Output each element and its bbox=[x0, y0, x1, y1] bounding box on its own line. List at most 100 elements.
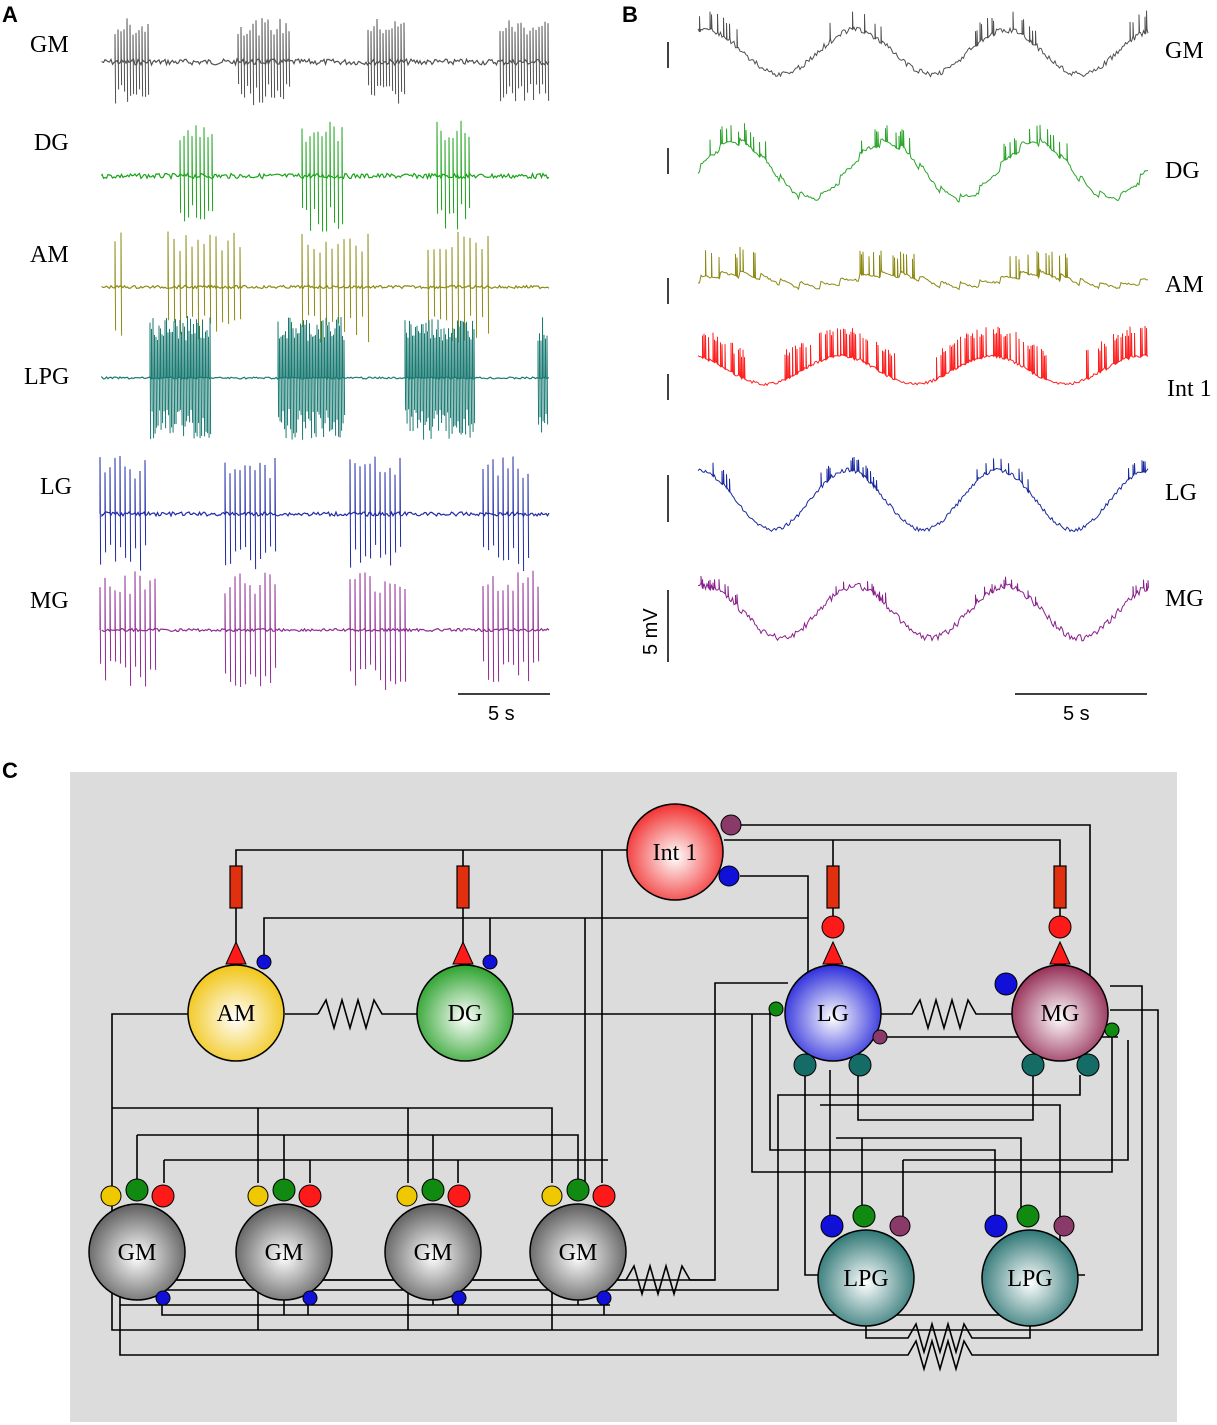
synapse-blue-gm bbox=[596, 1290, 612, 1306]
panel-c: C bbox=[2, 758, 1177, 1422]
synapse-plum-lpg bbox=[889, 1215, 911, 1237]
synapse-teal-lg-1 bbox=[793, 1053, 817, 1077]
panel-b: B GM DG AM Int 1 LG MG 5 mV 5 s bbox=[622, 2, 1212, 725]
neuron-label-lpg-1: LPG bbox=[843, 1266, 888, 1292]
neuron-am: AM bbox=[187, 964, 285, 1062]
neuron-int1: Int 1 bbox=[626, 803, 724, 901]
trace-label-lg: LG bbox=[40, 474, 72, 500]
panel-a: A GM DG AM LPG LG MG 5 s bbox=[2, 2, 550, 725]
time-scale-label: 5 s bbox=[488, 703, 515, 725]
neuron-label-am: AM bbox=[217, 1001, 256, 1027]
neurons: Int 1 AM DG LG MG GM bbox=[88, 803, 1109, 1327]
neuron-lpg-2: LPG bbox=[981, 1229, 1079, 1327]
circuit-wiring bbox=[111, 824, 1159, 1372]
int1-coupling-resistors bbox=[229, 865, 1067, 945]
trace-label-dg: DG bbox=[34, 130, 69, 156]
neuron-lpg-1: LPG bbox=[817, 1229, 915, 1327]
trace-a-baseline bbox=[101, 510, 550, 518]
synapse-yellow-gm bbox=[247, 1185, 269, 1207]
resistor-int1-lg bbox=[826, 865, 840, 909]
trace-label-gm: GM bbox=[30, 32, 69, 58]
excitatory-synapse-dg bbox=[452, 940, 474, 965]
synapse-teal-mg-1 bbox=[1021, 1053, 1045, 1077]
panel-b-letter: B bbox=[622, 2, 638, 27]
neuron-mg: MG bbox=[1011, 964, 1109, 1062]
synapse-red-gm bbox=[151, 1184, 175, 1208]
panel-b-traces bbox=[697, 10, 1149, 642]
synapse-yellow-gm bbox=[100, 1185, 122, 1207]
excitatory-synapses bbox=[225, 915, 1072, 965]
neuron-gm-3: GM bbox=[384, 1203, 482, 1301]
excitatory-synapse-mg bbox=[1049, 940, 1071, 965]
time-scale-label-b: 5 s bbox=[1063, 703, 1090, 725]
trace-b bbox=[697, 325, 1149, 387]
synapse-blue-mg bbox=[994, 972, 1018, 996]
synapse-blue-int1 bbox=[718, 865, 740, 887]
synapse-red-gm bbox=[298, 1184, 322, 1208]
synapse-green-gm bbox=[272, 1178, 296, 1202]
neuron-lg: LG bbox=[784, 964, 882, 1062]
excitatory-synapse-am bbox=[225, 940, 247, 965]
trace-b bbox=[697, 123, 1149, 203]
trace-a-baseline bbox=[101, 57, 550, 67]
trace-label-int1-b: Int 1 bbox=[1167, 376, 1212, 402]
synapse-blue-gm bbox=[302, 1290, 318, 1306]
panel-c-letter: C bbox=[2, 758, 18, 783]
trace-label-gm-b: GM bbox=[1165, 38, 1204, 64]
neuron-label-gm-3: GM bbox=[414, 1240, 453, 1266]
synapse-yellow-gm bbox=[396, 1185, 418, 1207]
neuron-label-int1: Int 1 bbox=[653, 840, 698, 866]
synapse-red-lg bbox=[821, 915, 845, 939]
synapse-red-gm bbox=[592, 1184, 616, 1208]
synapse-plum-int1 bbox=[720, 814, 742, 836]
neuron-gm-4: GM bbox=[529, 1203, 627, 1301]
trace-b bbox=[697, 246, 1149, 291]
trace-label-am: AM bbox=[30, 242, 69, 268]
trace-b bbox=[697, 456, 1149, 533]
synapse-green-gm bbox=[566, 1178, 590, 1202]
trace-a-spikes bbox=[114, 231, 490, 343]
neuron-gm-1: GM bbox=[88, 1203, 186, 1301]
excitatory-synapse-lg bbox=[822, 940, 844, 965]
trace-a-spikes bbox=[99, 456, 530, 571]
synapse-red-gm bbox=[447, 1184, 471, 1208]
synapse-blue-lpg bbox=[984, 1214, 1008, 1238]
panel-a-letter: A bbox=[2, 2, 18, 27]
synapse-green-gm bbox=[125, 1178, 149, 1202]
synapse-blue-gm bbox=[451, 1290, 467, 1306]
neuron-dg: DG bbox=[416, 964, 514, 1062]
trace-label-mg-b: MG bbox=[1165, 586, 1204, 612]
trace-b bbox=[697, 575, 1149, 642]
trace-label-dg-b: DG bbox=[1165, 158, 1200, 184]
neuron-label-lg: LG bbox=[817, 1001, 849, 1027]
synapse-plum-lpg bbox=[1053, 1215, 1075, 1237]
synapse-blue-lpg bbox=[820, 1214, 844, 1238]
neuron-label-gm-4: GM bbox=[559, 1240, 598, 1266]
panel-a-traces bbox=[99, 18, 550, 690]
synapse-teal-lg-2 bbox=[848, 1053, 872, 1077]
neuron-label-mg: MG bbox=[1041, 1001, 1080, 1027]
neuron-label-lpg-2: LPG bbox=[1007, 1266, 1052, 1292]
neuron-label-gm-1: GM bbox=[118, 1240, 157, 1266]
synapse-plum-lg bbox=[872, 1029, 888, 1045]
synapse-blue-dg bbox=[482, 954, 498, 970]
trace-a-baseline bbox=[101, 171, 550, 181]
trace-a-baseline bbox=[101, 627, 550, 633]
voltage-scale-label: 5 mV bbox=[640, 608, 662, 655]
inhibitory-synapses bbox=[100, 814, 1120, 1306]
synapse-blue-am bbox=[256, 954, 272, 970]
trace-a-spikes bbox=[99, 570, 540, 690]
neuron-label-dg: DG bbox=[448, 1001, 483, 1027]
trace-a-spikes bbox=[114, 18, 550, 106]
trace-a-spikes bbox=[179, 120, 471, 232]
neuron-label-gm-2: GM bbox=[265, 1240, 304, 1266]
trace-b bbox=[697, 10, 1149, 78]
synapse-teal-mg-2 bbox=[1076, 1053, 1100, 1077]
trace-label-mg: MG bbox=[30, 588, 69, 614]
trace-label-lpg: LPG bbox=[24, 364, 69, 390]
neuron-gm-2: GM bbox=[235, 1203, 333, 1301]
synapse-green-mg bbox=[1104, 1022, 1120, 1038]
synapse-yellow-gm bbox=[541, 1185, 563, 1207]
resistor-int1-am bbox=[229, 865, 243, 909]
